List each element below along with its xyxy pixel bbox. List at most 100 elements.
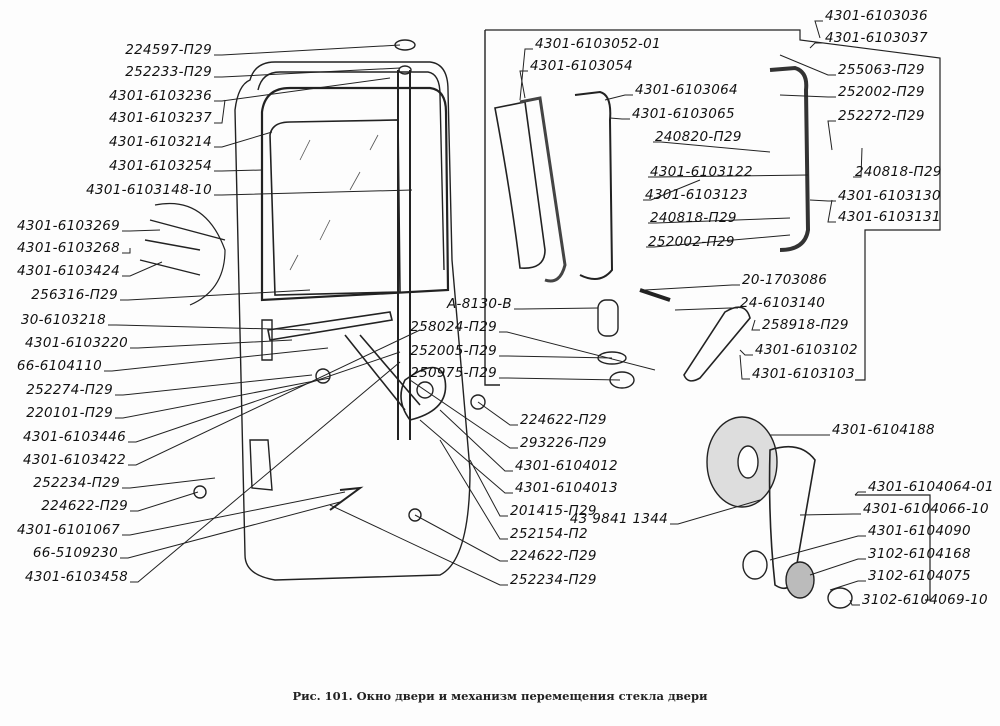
- leader-line: [739, 354, 750, 380]
- leader-line: [214, 131, 273, 148]
- leader-line: [499, 331, 656, 371]
- leader-line: [670, 499, 761, 525]
- part-number-label: 4301-6104090: [868, 523, 971, 539]
- part-number-label: 4301-6103065: [632, 106, 735, 122]
- part-number-label: 4301-6103036: [825, 8, 928, 24]
- leader-line: [643, 179, 701, 201]
- part-number-label: 66-6104110: [16, 358, 102, 374]
- leader-line: [130, 361, 401, 583]
- door-panel: [234, 61, 471, 581]
- leader-line: [214, 67, 401, 78]
- part-number-label: 3102-6104069-10: [862, 592, 988, 608]
- part-number-label: 258918-П29: [762, 317, 849, 333]
- part-number-label: 20-1703086: [742, 272, 828, 288]
- part-number-label: 3102-6104075: [868, 568, 971, 584]
- leader-line: [674, 307, 738, 311]
- part-number-label: 4301-6103130: [838, 188, 941, 204]
- glass-seal: [519, 96, 567, 283]
- leader-line: [499, 377, 621, 381]
- vent-glass: [494, 101, 546, 269]
- leader-line: [130, 339, 293, 349]
- part-number-label: 4301-6103123: [645, 187, 748, 203]
- leader-line: [439, 409, 513, 472]
- part-number-label: 4301-6101067: [17, 522, 120, 538]
- part-number-label: 256316-П29: [31, 287, 118, 303]
- part-number-label: 4301-6103122: [650, 164, 753, 180]
- part-number-label: 250975-П29: [410, 365, 497, 381]
- leader-line: [849, 599, 860, 606]
- leader-line: [829, 580, 866, 591]
- leader-line: [104, 347, 329, 372]
- part-number-label: 224622-П29: [510, 548, 597, 564]
- part-number-label: 4301-6104064-01: [868, 479, 994, 495]
- part-number-label: 3102-6104168: [868, 546, 971, 562]
- leader-line: [646, 234, 791, 248]
- leader-line: [122, 261, 163, 277]
- window-frame: [260, 86, 450, 302]
- part-number-label: 252002-П29: [838, 84, 925, 100]
- inner-handle: [683, 306, 751, 382]
- leader-line: [514, 307, 599, 310]
- leader-line: [809, 42, 823, 49]
- part-number-label: 4301-6104013: [515, 480, 618, 496]
- glass-channel-rear: [574, 90, 614, 280]
- leader-line: [779, 54, 836, 76]
- leader-line: [854, 491, 866, 496]
- leader-line: [799, 513, 861, 516]
- part-number-label: 4301-6104012: [515, 458, 618, 474]
- part-number-label: 4301-6103254: [109, 158, 212, 174]
- part-number-label: А-8130-В: [447, 296, 512, 312]
- part-number-label: 4301-6103236: [109, 88, 212, 104]
- leader-line: [130, 491, 199, 512]
- leader-line: [644, 284, 740, 291]
- part-number-label: 240818-П29: [650, 210, 737, 226]
- leader-line: [519, 70, 528, 99]
- part-number-label: 201415-П29: [510, 503, 597, 519]
- part-number-label: 252234-П29: [510, 572, 597, 588]
- part-number-label: 4301-6104066-10: [863, 501, 989, 517]
- leader-line: [329, 504, 508, 586]
- weatherstrip: [769, 65, 811, 252]
- part-number-label: 224622-П29: [520, 412, 607, 428]
- leader-line: [648, 174, 809, 178]
- leader-line: [115, 374, 313, 396]
- part-number-label: 240818-П29: [855, 164, 942, 180]
- leader-line: [648, 217, 791, 224]
- part-number-label: 4301-6103422: [23, 452, 126, 468]
- part-number-label: 252002-П29: [648, 234, 735, 250]
- leader-line: [439, 439, 508, 540]
- leader-line: [214, 189, 413, 196]
- leader-line: [120, 501, 341, 559]
- leader-line: [609, 117, 630, 120]
- leader-line: [122, 248, 131, 254]
- leader-line: [414, 514, 508, 562]
- part-number-label: 4301-6103237: [109, 110, 212, 126]
- part-number-label: 255063-П29: [838, 62, 925, 78]
- leader-line: [853, 147, 863, 178]
- leader-line: [128, 329, 421, 466]
- part-number-label: 30-6103218: [20, 312, 106, 328]
- part-number-label: 4301-6103103: [752, 366, 855, 382]
- part-number-label: 4301-6103064: [635, 82, 738, 98]
- leader-line: [827, 199, 836, 223]
- leader-line: [809, 199, 836, 202]
- leader-line: [779, 94, 836, 98]
- part-number-label: 4301-6103037: [825, 30, 928, 46]
- part-number-label: 4301-6104188: [832, 422, 935, 438]
- part-number-label: 4301-6103446: [23, 429, 126, 445]
- part-number-label: 258024-П29: [410, 319, 497, 335]
- part-number-label: 252233-П29: [125, 64, 212, 80]
- leader-line: [108, 324, 311, 331]
- leader-line: [122, 491, 346, 536]
- part-number-label: 252234-П29: [33, 475, 120, 491]
- part-number-label: 293226-П29: [520, 435, 607, 451]
- leader-line: [120, 289, 311, 301]
- leader-line: [519, 48, 533, 101]
- part-number-label: 4301-6103102: [755, 342, 858, 358]
- leader-line: [604, 94, 633, 101]
- part-number-label: 4301-6103131: [838, 209, 941, 225]
- part-number-label: 252005-П29: [410, 343, 497, 359]
- leader-line: [214, 44, 401, 56]
- leader-line: [814, 20, 823, 39]
